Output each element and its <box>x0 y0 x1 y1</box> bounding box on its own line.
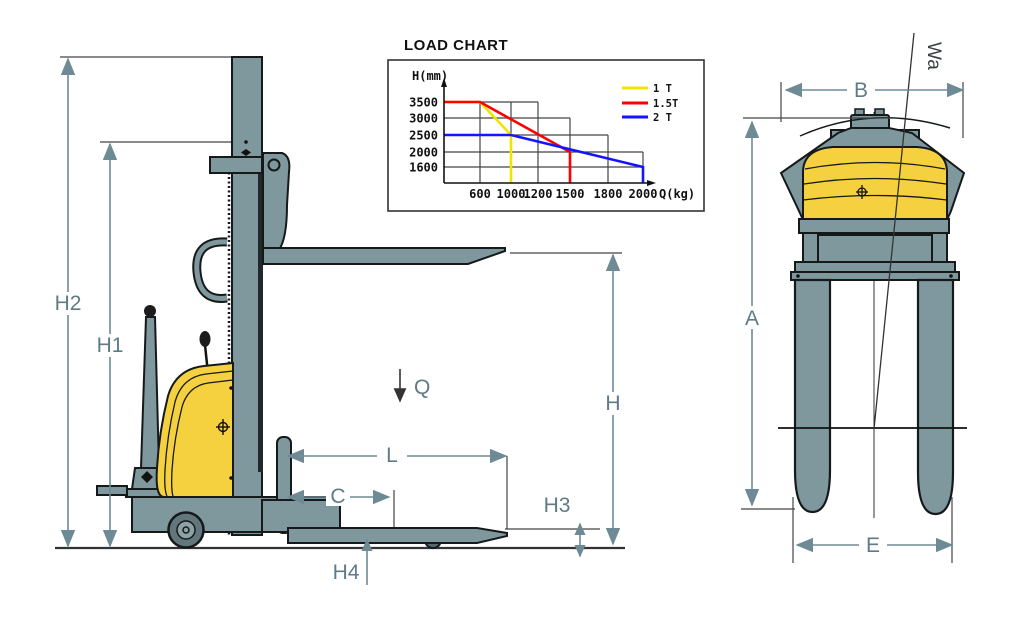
x-tick-label: 2000 <box>629 187 658 201</box>
dim-label-h1: H1 <box>97 334 124 357</box>
dim-label-h3: H3 <box>544 494 571 517</box>
x-tick-label: 1800 <box>594 187 623 201</box>
legend-label: 2 T <box>653 112 672 124</box>
dim-label-b: B <box>854 79 868 102</box>
side-bracket-right <box>931 232 948 263</box>
legend-label: 1 T <box>653 83 672 95</box>
x-axis-arrow-icon <box>647 180 656 186</box>
mast <box>231 56 263 536</box>
y-axis-arrow-icon <box>441 78 447 87</box>
chart-title: LOAD CHART <box>404 37 508 54</box>
y-tick-label: 1600 <box>409 161 438 175</box>
y-tick-label: 2000 <box>409 146 438 160</box>
tiller-detail <box>141 471 153 483</box>
y-tick-label: 3500 <box>409 96 438 110</box>
lowered-fork <box>287 527 508 544</box>
front-extension-lines <box>741 82 964 563</box>
dim-label-c: C <box>330 485 345 508</box>
dim-label-h: H <box>605 392 620 415</box>
carriage-pin <box>267 158 281 172</box>
x-tick-label: 600 <box>469 187 491 201</box>
mast-dot <box>244 140 248 144</box>
extension-lines <box>60 56 622 530</box>
y-tick-label: 3000 <box>409 112 438 126</box>
base-plate-2 <box>790 271 960 281</box>
carriage-bracket <box>209 156 263 174</box>
fork-leg-left <box>793 278 832 514</box>
series-1.5T <box>444 100 572 183</box>
cover-front-contour-2 <box>803 177 947 185</box>
side-view <box>55 56 625 550</box>
drive-wheel-rim <box>176 520 196 540</box>
base-bolt-left <box>796 274 800 278</box>
carriage-plate <box>262 152 291 251</box>
cover-front-contour-3 <box>802 194 948 201</box>
legend-label: 1.5T <box>653 98 678 110</box>
drive-wheel-hub <box>182 526 190 534</box>
x-tick-label: 1200 <box>524 187 553 201</box>
engine-cover <box>155 361 234 498</box>
raised-fork <box>262 247 506 265</box>
dim-label-wa: Wa <box>923 42 944 70</box>
dim-label-q: Q <box>414 376 430 399</box>
x-tick-label: 1500 <box>556 187 585 201</box>
base-plate-1 <box>794 261 956 273</box>
front-dim-label-backs <box>738 78 887 555</box>
cover-dot-2 <box>229 476 233 480</box>
series-2T <box>444 133 645 183</box>
chassis-front <box>817 234 933 263</box>
dim-label-h4: H4 <box>333 561 360 584</box>
side-bracket-left <box>802 232 819 263</box>
dim-label-h2: H2 <box>55 292 82 315</box>
front-view <box>778 32 967 518</box>
y-tick-label: 2500 <box>409 129 438 143</box>
step-plate <box>96 485 128 496</box>
x-tick-label: 1000 <box>497 187 526 201</box>
front-view-dimensions: B A E Wa <box>738 42 965 563</box>
cover-contour-1 <box>164 370 234 497</box>
dim-label-l: L <box>386 444 398 467</box>
side-view-dimensions: H2 H1 H L C H3 H4 Q <box>53 57 625 585</box>
cover-front-latch <box>856 185 868 199</box>
handle-loop <box>194 239 228 301</box>
x-axis-label: Q(kg) <box>659 187 695 201</box>
cover-contour-2 <box>171 379 234 497</box>
y-axis-label: H(mm) <box>412 69 448 83</box>
dimension-label-backs <box>53 292 625 506</box>
base-bolt-right <box>949 274 953 278</box>
engine-cover-front <box>802 146 948 220</box>
lever-knob <box>199 331 211 347</box>
mast-rail <box>258 162 263 472</box>
frame-band <box>798 218 950 234</box>
fork-leg-right <box>916 278 955 516</box>
tiller-knob <box>144 305 156 317</box>
dim-label-e: E <box>866 534 880 557</box>
cover-front-contour-1 <box>804 161 946 170</box>
tiller-shaft <box>139 316 161 469</box>
dim-label-a: A <box>745 307 759 330</box>
steer-angle-line <box>873 32 915 430</box>
cover-dot-1 <box>229 386 233 390</box>
cover-latch <box>216 419 230 435</box>
mast-marker <box>241 149 251 156</box>
